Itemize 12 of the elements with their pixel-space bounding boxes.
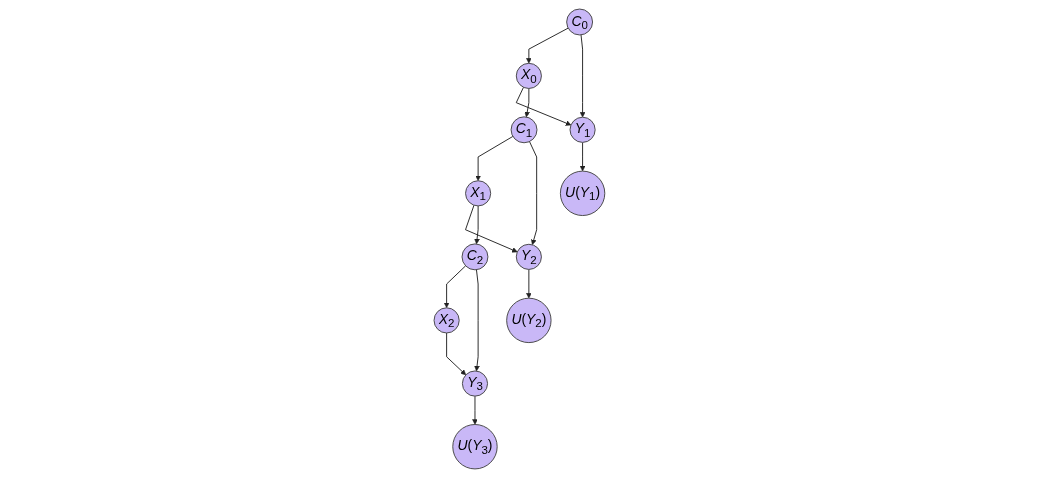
node-circle: C$_{0}$ [565, 8, 593, 35]
node-circle: C$_{2}$ [461, 242, 488, 270]
node-circle: X$_{1}$ [464, 179, 491, 206]
node-circle: Y$_{3}$ [461, 370, 488, 397]
node-circle: X$_{2}$ [433, 306, 460, 333]
node-circle: U(Y$_{3}$) [451, 423, 498, 469]
node-circle: U(Y$_{2}$) [505, 297, 552, 343]
node-circle: X$_{0}$ [515, 62, 542, 89]
node-circle: Y$_{1}$ [569, 116, 596, 143]
node-circle: U(Y$_{1}$) [559, 170, 605, 216]
node-circle: Y$_{2}$ [515, 243, 542, 270]
node-circle: C$_{1}$ [510, 115, 538, 143]
